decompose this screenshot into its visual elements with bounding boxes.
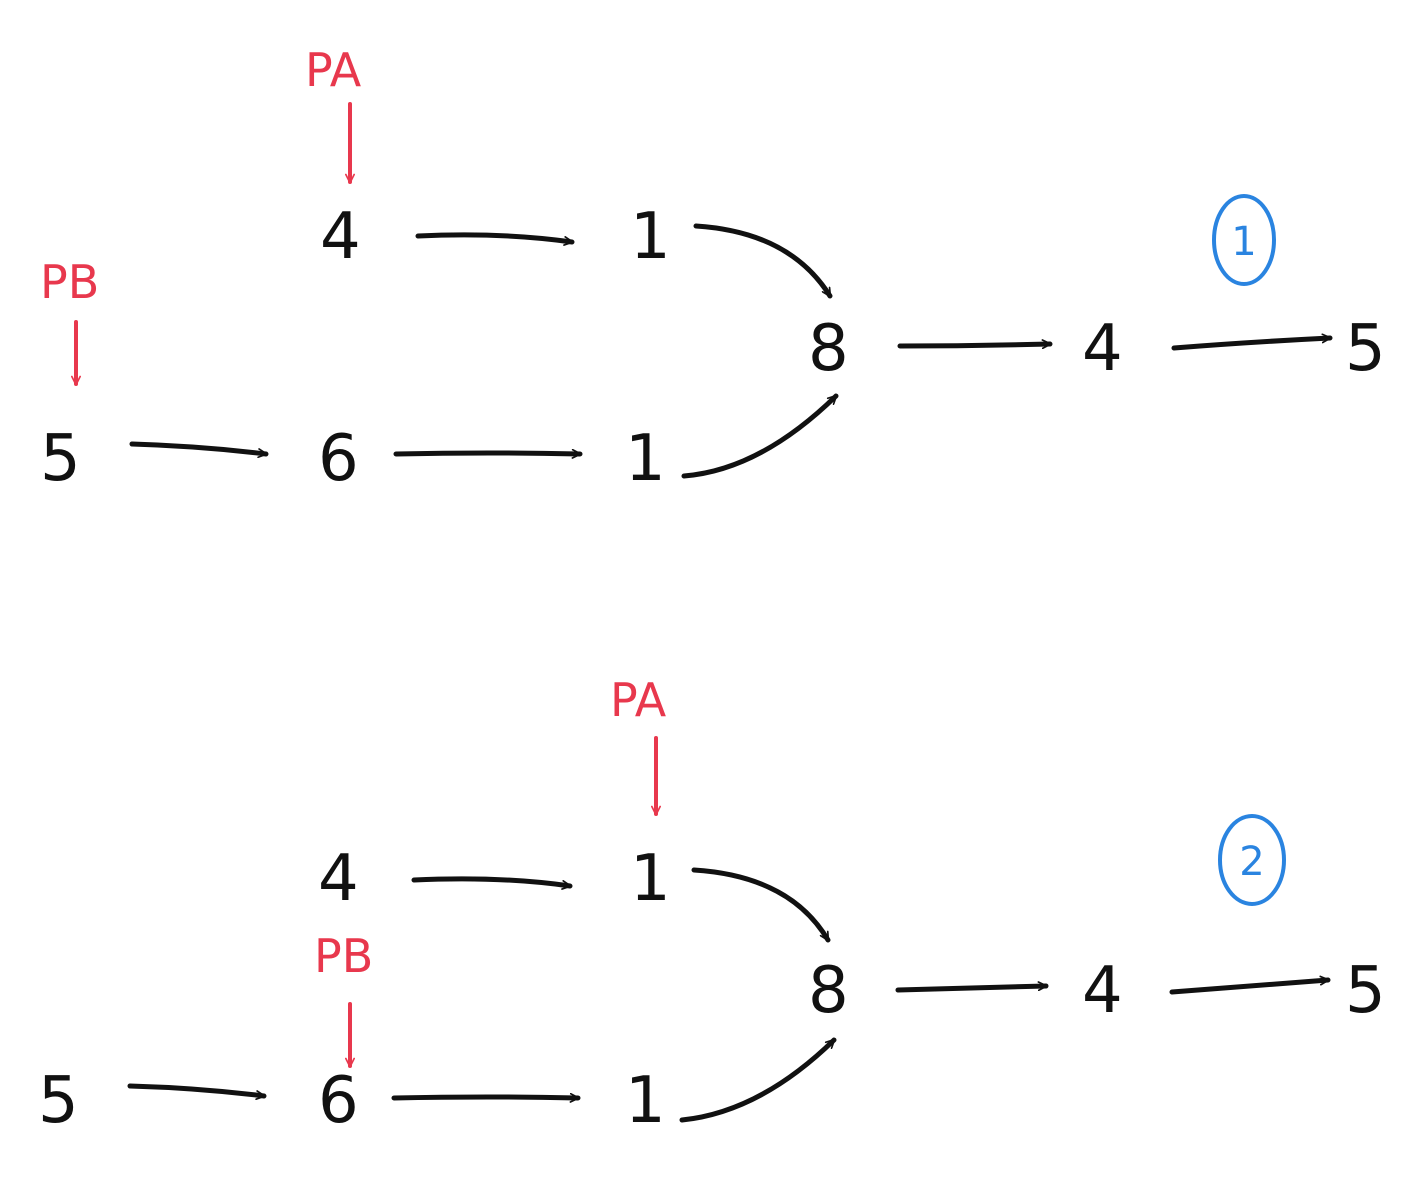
node-shared-0: 8 <box>808 954 849 1028</box>
edge-shared0-shared1 <box>895 981 1049 993</box>
node-a0: 4 <box>320 200 361 274</box>
step-1-circle <box>1212 194 1276 286</box>
edge-b1-b2 <box>391 1092 581 1103</box>
node-shared-2: 5 <box>1345 312 1386 386</box>
edge-shared1-shared2 <box>1169 975 1331 995</box>
pointer-pb-label: PB <box>40 255 99 309</box>
step-2-label: 2 <box>1239 839 1264 885</box>
node-a0: 4 <box>318 842 359 916</box>
pointer-pa-label: PA <box>305 43 362 97</box>
node-shared-1: 4 <box>1082 954 1123 1028</box>
node-a1: 1 <box>630 200 671 274</box>
edge-b2-shared <box>679 1037 837 1123</box>
diagram-1: 4 1 5 6 1 8 4 5 PA PB 1 <box>40 43 1386 496</box>
edge-b0-b1 <box>129 441 269 459</box>
edge-a1-shared <box>691 867 831 943</box>
edge-b2-shared <box>681 393 839 479</box>
step-2-circle <box>1218 814 1286 906</box>
node-shared-1: 4 <box>1082 312 1123 386</box>
edge-b1-b2 <box>393 448 583 459</box>
edge-shared0-shared1 <box>897 339 1053 350</box>
node-shared-0: 8 <box>808 312 849 386</box>
node-b0: 5 <box>40 422 81 496</box>
edge-shared1-shared2 <box>1171 333 1333 351</box>
pointer-pb-label: PB <box>314 929 373 983</box>
edge-b0-b1 <box>127 1083 267 1101</box>
node-b1: 6 <box>318 1064 359 1138</box>
node-shared-2: 5 <box>1345 954 1386 1028</box>
node-a1: 1 <box>630 842 671 916</box>
edge-a0-a1 <box>415 232 575 246</box>
edge-a1-shared <box>693 223 833 299</box>
node-b0: 5 <box>38 1064 79 1138</box>
diagram-2: 4 1 5 6 1 8 4 5 PA PB 2 <box>38 673 1386 1138</box>
edge-a0-a1 <box>411 876 573 890</box>
pointer-pa-label: PA <box>610 673 667 727</box>
step-1-label: 1 <box>1231 219 1256 265</box>
node-b2: 1 <box>625 1064 666 1138</box>
node-b2: 1 <box>625 422 666 496</box>
node-b1: 6 <box>318 422 359 496</box>
